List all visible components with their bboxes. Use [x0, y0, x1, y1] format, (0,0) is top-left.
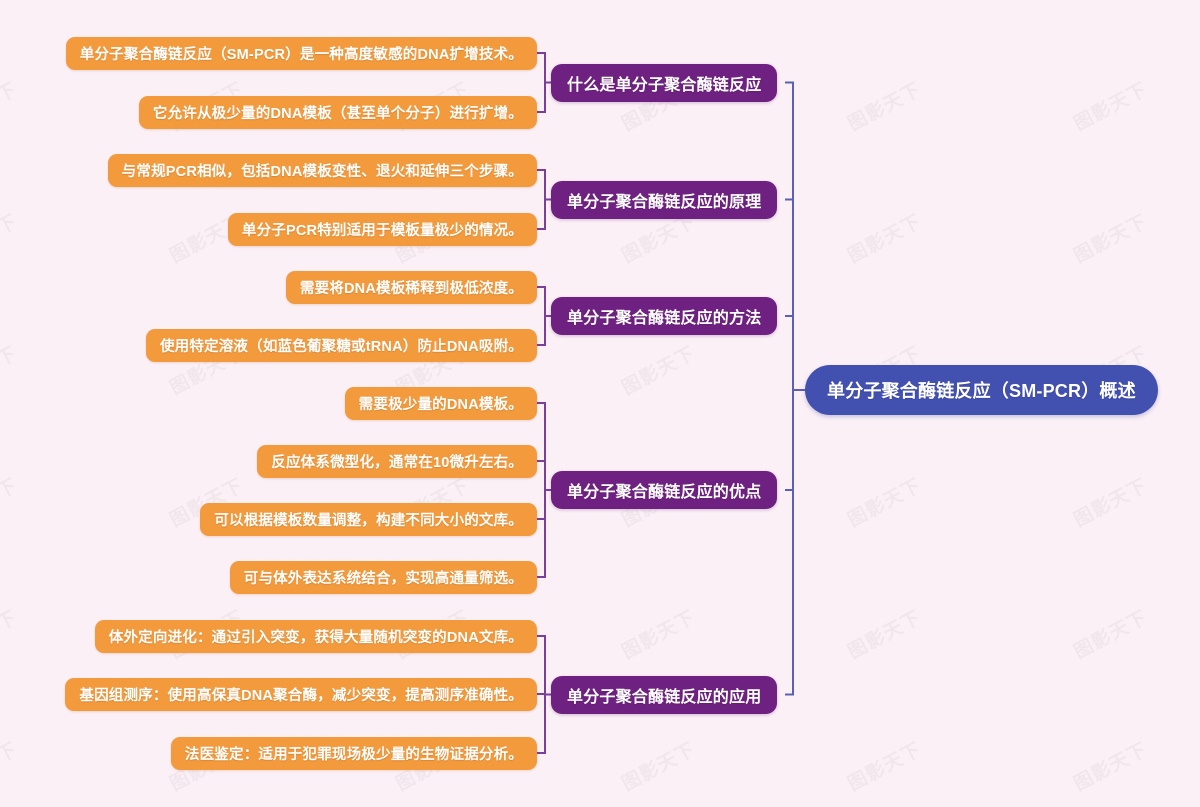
watermark-text: 图影天下 — [616, 603, 699, 664]
watermark-text: 图影天下 — [0, 0, 22, 4]
leaf-node[interactable]: 它允许从极少量的DNA模板（甚至单个分子）进行扩增。 — [138, 95, 537, 129]
leaf-node[interactable]: 可与体外表达系统结合，实现高通量筛选。 — [229, 560, 537, 594]
leaf-node[interactable]: 单分子PCR特别适用于模板量极少的情况。 — [227, 212, 537, 246]
watermark-text: 图影天下 — [616, 735, 699, 796]
watermark-text: 图影天下 — [390, 0, 473, 4]
leaf-node[interactable]: 需要将DNA模板稀释到极低浓度。 — [285, 270, 537, 304]
branch-node[interactable]: 单分子聚合酶链反应的原理 — [551, 180, 778, 219]
watermark-text: 图影天下 — [0, 603, 22, 664]
watermark-text: 图影天下 — [1068, 207, 1151, 268]
watermark-text: 图影天下 — [0, 471, 22, 532]
watermark-text: 图影天下 — [1068, 603, 1151, 664]
leaf-node[interactable]: 反应体系微型化，通常在10微升左右。 — [257, 444, 537, 478]
branch-node[interactable]: 单分子聚合酶链反应的应用 — [551, 675, 778, 714]
watermark-text: 图影天下 — [0, 735, 22, 796]
leaf-node[interactable]: 与常规PCR相似，包括DNA模板变性、退火和延伸三个步骤。 — [107, 153, 537, 187]
watermark-text: 图影天下 — [842, 75, 925, 136]
leaf-node[interactable]: 基因组测序：使用高保真DNA聚合酶，减少突变，提高测序准确性。 — [65, 677, 537, 711]
watermark-text: 图影天下 — [0, 339, 22, 400]
watermark-text: 图影天下 — [1068, 0, 1151, 4]
watermark-text: 图影天下 — [0, 75, 22, 136]
leaf-node[interactable]: 使用特定溶液（如蓝色葡聚糖或tRNA）防止DNA吸附。 — [145, 328, 537, 362]
branch-node[interactable]: 单分子聚合酶链反应的优点 — [551, 471, 778, 509]
leaf-node[interactable]: 单分子聚合酶链反应（SM-PCR）是一种高度敏感的DNA扩增技术。 — [65, 36, 537, 70]
leaf-node[interactable]: 法医鉴定：适用于犯罪现场极少量的生物证据分析。 — [170, 736, 537, 770]
watermark-text: 图影天下 — [1068, 75, 1151, 136]
watermark-text: 图影天下 — [842, 207, 925, 268]
leaf-node[interactable]: 体外定向进化：通过引入突变，获得大量随机突变的DNA文库。 — [94, 619, 537, 653]
watermark-text: 图影天下 — [616, 339, 699, 400]
watermark-text: 图影天下 — [164, 0, 247, 4]
watermark-text: 图影天下 — [0, 207, 22, 268]
root-node[interactable]: 单分子聚合酶链反应（SM-PCR）概述 — [805, 365, 1158, 415]
leaf-node[interactable]: 需要极少量的DNA模板。 — [344, 386, 537, 420]
watermark-text: 图影天下 — [842, 735, 925, 796]
watermark-text: 图影天下 — [842, 0, 925, 4]
watermark-text: 图影天下 — [1068, 471, 1151, 532]
watermark-text: 图影天下 — [1068, 735, 1151, 796]
branch-node[interactable]: 什么是单分子聚合酶链反应 — [551, 63, 778, 102]
branch-node[interactable]: 单分子聚合酶链反应的方法 — [551, 297, 778, 335]
watermark-text: 图影天下 — [616, 0, 699, 4]
leaf-node[interactable]: 可以根据模板数量调整，构建不同大小的文库。 — [200, 502, 537, 536]
watermark-text: 图影天下 — [842, 603, 925, 664]
watermark-text: 图影天下 — [842, 471, 925, 532]
